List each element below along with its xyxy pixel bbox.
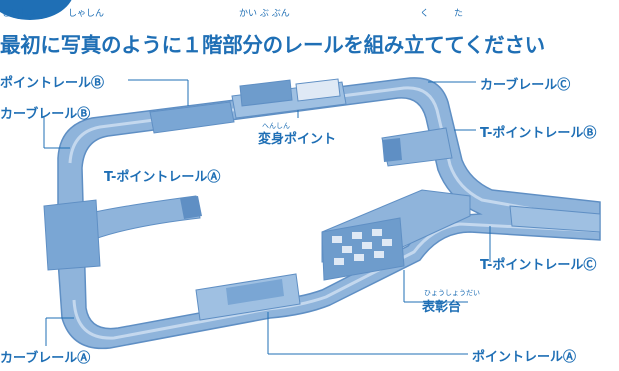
point-rail-a-pad [226, 279, 284, 305]
label-point-rail-b: ポイントレールⒷ [0, 76, 105, 91]
label-henshin-point: 変身ポイント [258, 132, 337, 147]
henshin-point-gate [295, 78, 341, 102]
t-point-rail-b-spur [382, 138, 402, 162]
left-junction-piece [43, 199, 101, 271]
label-point-rail-a: ポイントレールⒶ [472, 350, 577, 365]
page-title: 最初に写真のように１階部分のレールを組み立ててください [0, 33, 545, 57]
label-t-point-rail-c: T-ポイントレールⒸ [480, 258, 597, 273]
label-curve-rail-c: カーブレールⒸ [480, 78, 571, 93]
label-henshin-ruby: へんしん [262, 122, 290, 130]
title-ruby-ta: た [454, 9, 464, 19]
title-ruby-ku: く [420, 9, 430, 19]
label-curve-rail-a: カーブレールⒶ [0, 351, 91, 366]
label-hyoshodai-ruby: ひょうしょうだい [424, 289, 480, 297]
t-point-rail-a-piece [85, 195, 201, 241]
track-groove [68, 86, 601, 223]
label-hyoshodai: 表彰台 [422, 300, 462, 315]
title-ruby-shashin: しゃしん [68, 9, 105, 19]
label-curve-rail-b: カーブレールⒷ [0, 107, 91, 122]
label-t-point-rail-a: T-ポイントレールⒶ [104, 170, 221, 185]
podium-checker [332, 229, 392, 265]
t-point-rail-a-end [180, 196, 202, 219]
point-rail-b-piece [149, 101, 235, 134]
leader-lines [43, 79, 491, 355]
henshin-point-top [239, 79, 293, 107]
right-siding-piece [509, 205, 601, 233]
title-ruby-saisho: さいしょ [2, 9, 39, 19]
label-t-point-rail-b: T-ポイントレールⒷ [480, 126, 597, 141]
title-ruby-kaibubun: かい ぶ ぶん [239, 9, 290, 19]
